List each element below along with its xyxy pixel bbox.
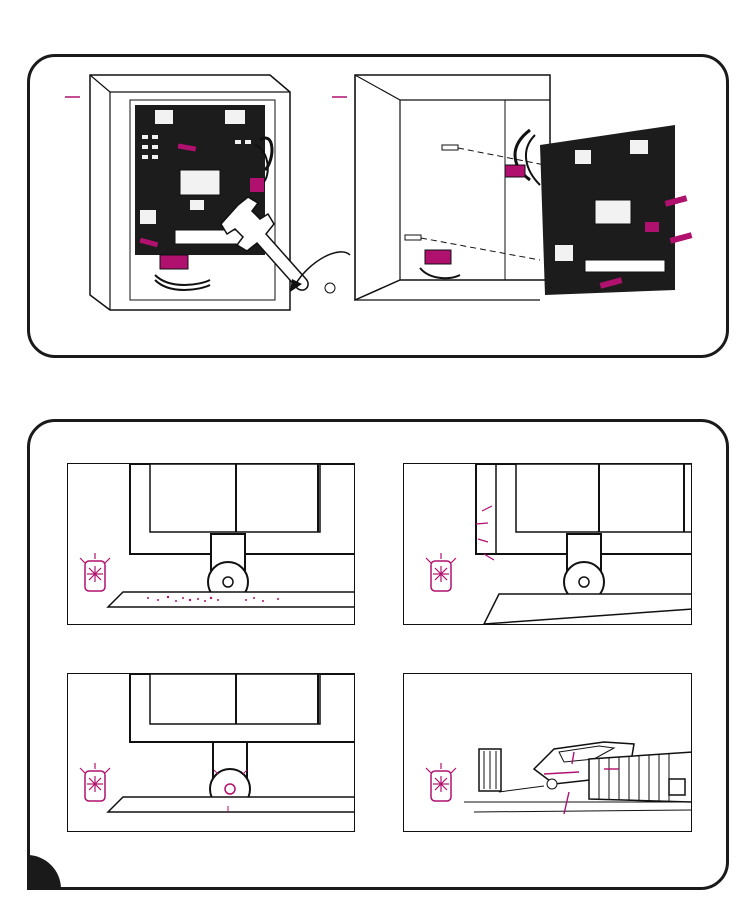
gate-track bbox=[108, 797, 355, 812]
jammed-axle bbox=[225, 784, 235, 794]
connector-icon bbox=[250, 178, 264, 192]
board-removal-illustration bbox=[330, 70, 700, 320]
flashing-lamp-icon bbox=[80, 553, 110, 591]
flashing-lamp-icon bbox=[80, 763, 110, 801]
mounting-pin bbox=[442, 145, 458, 150]
gate-wheel-jammed-frame bbox=[67, 673, 355, 832]
gate-wheel-debris-frame bbox=[67, 463, 355, 625]
gate-panel bbox=[516, 464, 692, 532]
connector-block bbox=[425, 250, 451, 264]
gate-track bbox=[484, 594, 692, 624]
control-box-wrench-illustration bbox=[60, 70, 360, 320]
gate-motor bbox=[669, 779, 685, 795]
flashing-lamp-icon bbox=[426, 553, 456, 591]
mounting-pin bbox=[405, 235, 421, 240]
gate-wall-obstruction-frame bbox=[403, 463, 692, 625]
relay-icon bbox=[645, 222, 659, 232]
wire-connector bbox=[505, 165, 525, 177]
empty-enclosure bbox=[355, 75, 550, 300]
gate-car-obstacle-frame bbox=[403, 673, 692, 832]
connector-block bbox=[160, 255, 188, 269]
flashing-lamp-icon bbox=[426, 763, 456, 801]
gate-track bbox=[108, 592, 355, 607]
